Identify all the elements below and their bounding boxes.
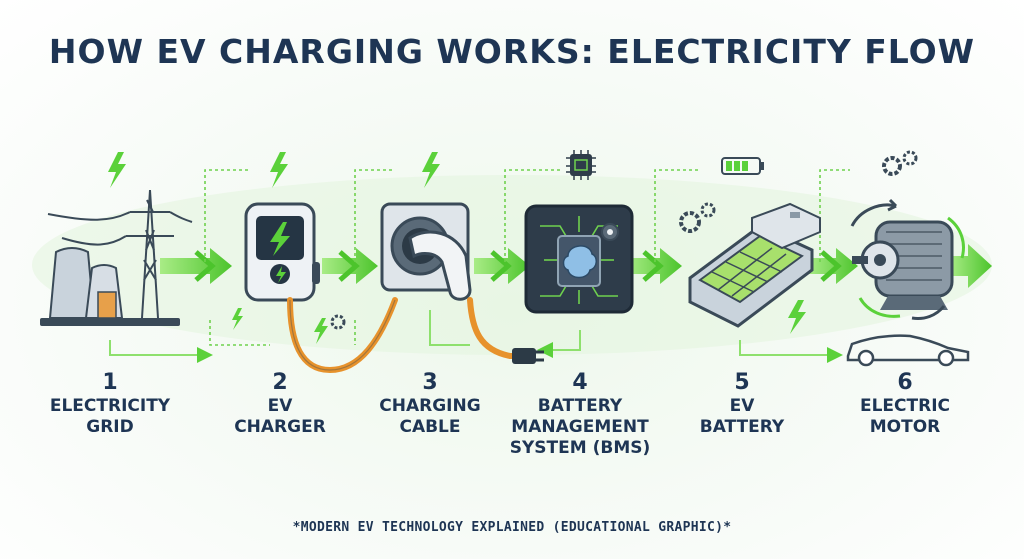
electric-motor-icon [850, 198, 965, 320]
lightning-icon [788, 300, 806, 334]
step-number: 6 [897, 370, 913, 395]
gear-icon [601, 223, 619, 241]
bms-chip-icon [524, 204, 634, 314]
lightning-icon [108, 152, 126, 188]
flow-arrow [950, 244, 992, 288]
gear-icon [882, 150, 918, 176]
step-label: BATTERY MANAGEMENT SYSTEM (BMS) [509, 396, 651, 458]
bms-chip-icon [566, 150, 596, 180]
charging-plug-icon [380, 202, 544, 364]
footnote: *MODERN EV TECHNOLOGY EXPLAINED (EDUCATI… [292, 520, 732, 535]
step-electric-motor: 6 ELECTRIC MOTOR [830, 370, 980, 438]
step-number: 3 [422, 370, 438, 395]
flow-arrow [322, 248, 378, 284]
ev-charger-icon [244, 202, 398, 374]
step-electricity-grid: 1 ELECTRICITY GRID [35, 370, 185, 438]
flow-arrow [626, 248, 682, 284]
lightning-icon [270, 152, 288, 188]
step-charging-cable: 3 CHARGING CABLE [355, 370, 505, 438]
flow-arrow [808, 248, 858, 284]
flow-arrow [474, 248, 530, 284]
lightning-icon [314, 318, 328, 344]
step-number: 2 [272, 370, 288, 395]
power-grid-icon [40, 189, 193, 326]
flow-arrow [160, 248, 232, 284]
step-label: EV BATTERY [699, 396, 785, 437]
step-bms: 4 BATTERY MANAGEMENT SYSTEM (BMS) [495, 370, 665, 459]
car-icon [846, 334, 970, 367]
return-lines [109, 310, 843, 363]
battery-pack-icon [688, 202, 821, 328]
step-label: ELECTRICITY GRID [49, 396, 171, 437]
step-ev-charger: 2 EV CHARGER [205, 370, 355, 438]
lightning-icon [232, 308, 243, 330]
step-ev-battery: 5 EV BATTERY [667, 370, 817, 438]
battery-pack-icon [721, 157, 764, 175]
step-label: EV CHARGER [234, 396, 326, 437]
step-labels: 1 ELECTRICITY GRID 2 EV CHARGER 3 CHARGI… [0, 370, 1024, 490]
page-title: HOW EV CHARGING WORKS: ELECTRICITY FLOW [48, 32, 976, 71]
step-label: ELECTRIC MOTOR [859, 396, 951, 437]
step-label: CHARGING CABLE [379, 396, 481, 437]
step-number: 1 [102, 370, 118, 395]
dotted-connectors [204, 169, 850, 346]
flow-arrows [160, 244, 992, 288]
step-number: 4 [572, 370, 588, 395]
gear-icon [679, 202, 716, 233]
lightning-icon [422, 152, 440, 188]
step-number: 5 [734, 370, 750, 395]
gear-icon [330, 314, 346, 330]
